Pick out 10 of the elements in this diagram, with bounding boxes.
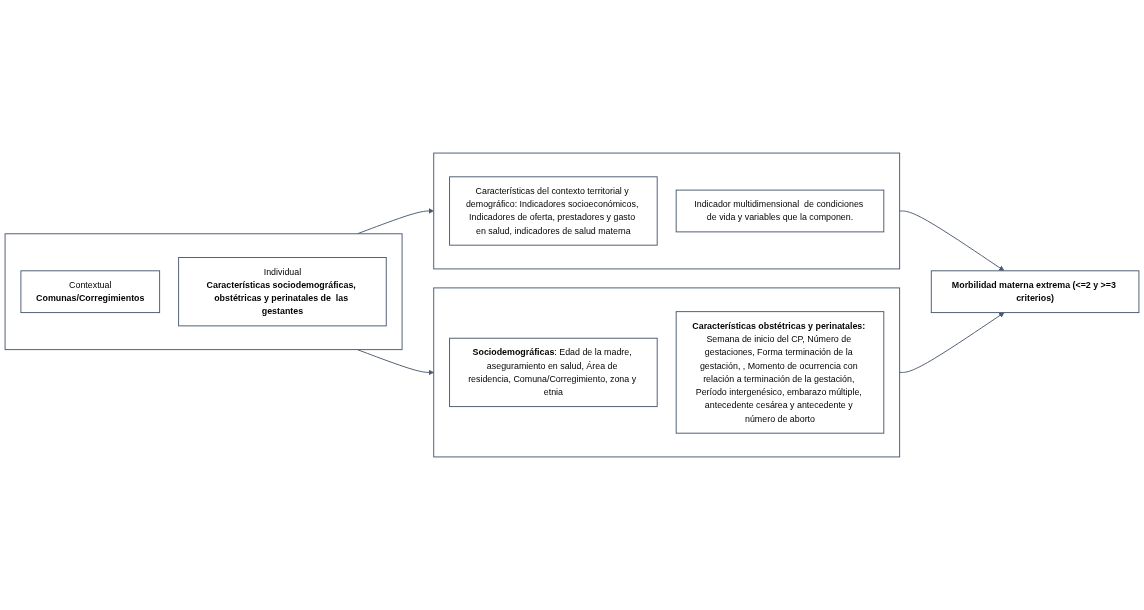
node-box: Individual Características sociodemográficas, obstétricas y perinatales de las gestantes [178,257,387,327]
node-box: Indicador multidimensional de condiciones de vida y variables que la componen. [675,189,885,233]
cluster [433,152,901,270]
cluster [4,233,403,351]
node-box: Morbilidad materna extrema (<=2 y >=3 criterios) [930,270,1140,314]
node-box: Contextual Comunas/Corregimientos [20,270,161,314]
cluster [433,287,901,458]
node-box: Características del contexto territorial y demográfico: Indicadores socioeconómicos, Indicadores de oferta, prestadores y gasto en salud, indicadores de salud materna [449,176,658,246]
node-box: Sociodemográficas: Edad de la madre, aseguramiento en salud, Área de residencia, Comuna/Corregimiento, zona y etnia [449,337,658,408]
node-box: Características obstétricas y perinatales: Semana de inicio del CP, Número de gestaciones, Forma terminación de la gestación, , Momento de ocurrencia con relación a terminación de la gestación, Período intergenésico, embarazo múltiple, antecedente cesárea y antecedente y número de aborto [675,311,885,434]
